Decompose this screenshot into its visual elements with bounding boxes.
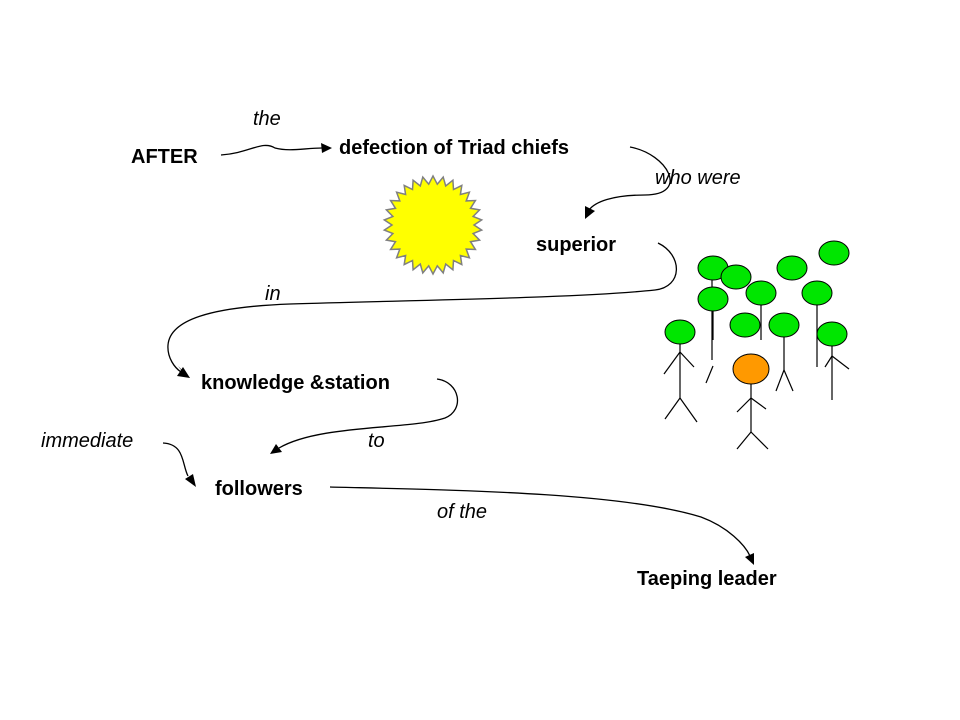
connector-of-the: of the xyxy=(437,501,487,523)
arrow-immediate-to-followers xyxy=(162,442,196,487)
arrow-defection-to-superior xyxy=(585,146,671,219)
connector-to: to xyxy=(368,430,385,452)
word-taeping-leader: Taeping leader xyxy=(637,568,777,590)
arrow-followers-to-taeping xyxy=(329,486,754,565)
word-defection: defection of Triad chiefs xyxy=(339,137,569,159)
arrow-knowledge-to-followers xyxy=(270,378,459,454)
connector-immediate: immediate xyxy=(41,430,133,452)
arrow-after-to-defection xyxy=(220,143,332,156)
stick-figure-crowd-icon xyxy=(663,240,850,450)
sun-icon xyxy=(382,174,484,276)
word-knowledge-station: knowledge &station xyxy=(201,372,390,394)
word-after: AFTER xyxy=(131,146,198,168)
connector-who-were: who were xyxy=(655,167,741,189)
word-superior: superior xyxy=(536,234,616,256)
connector-in: in xyxy=(265,283,281,305)
word-followers: followers xyxy=(215,478,303,500)
connector-the: the xyxy=(253,108,281,130)
arrow-superior-to-knowledge xyxy=(167,242,678,378)
